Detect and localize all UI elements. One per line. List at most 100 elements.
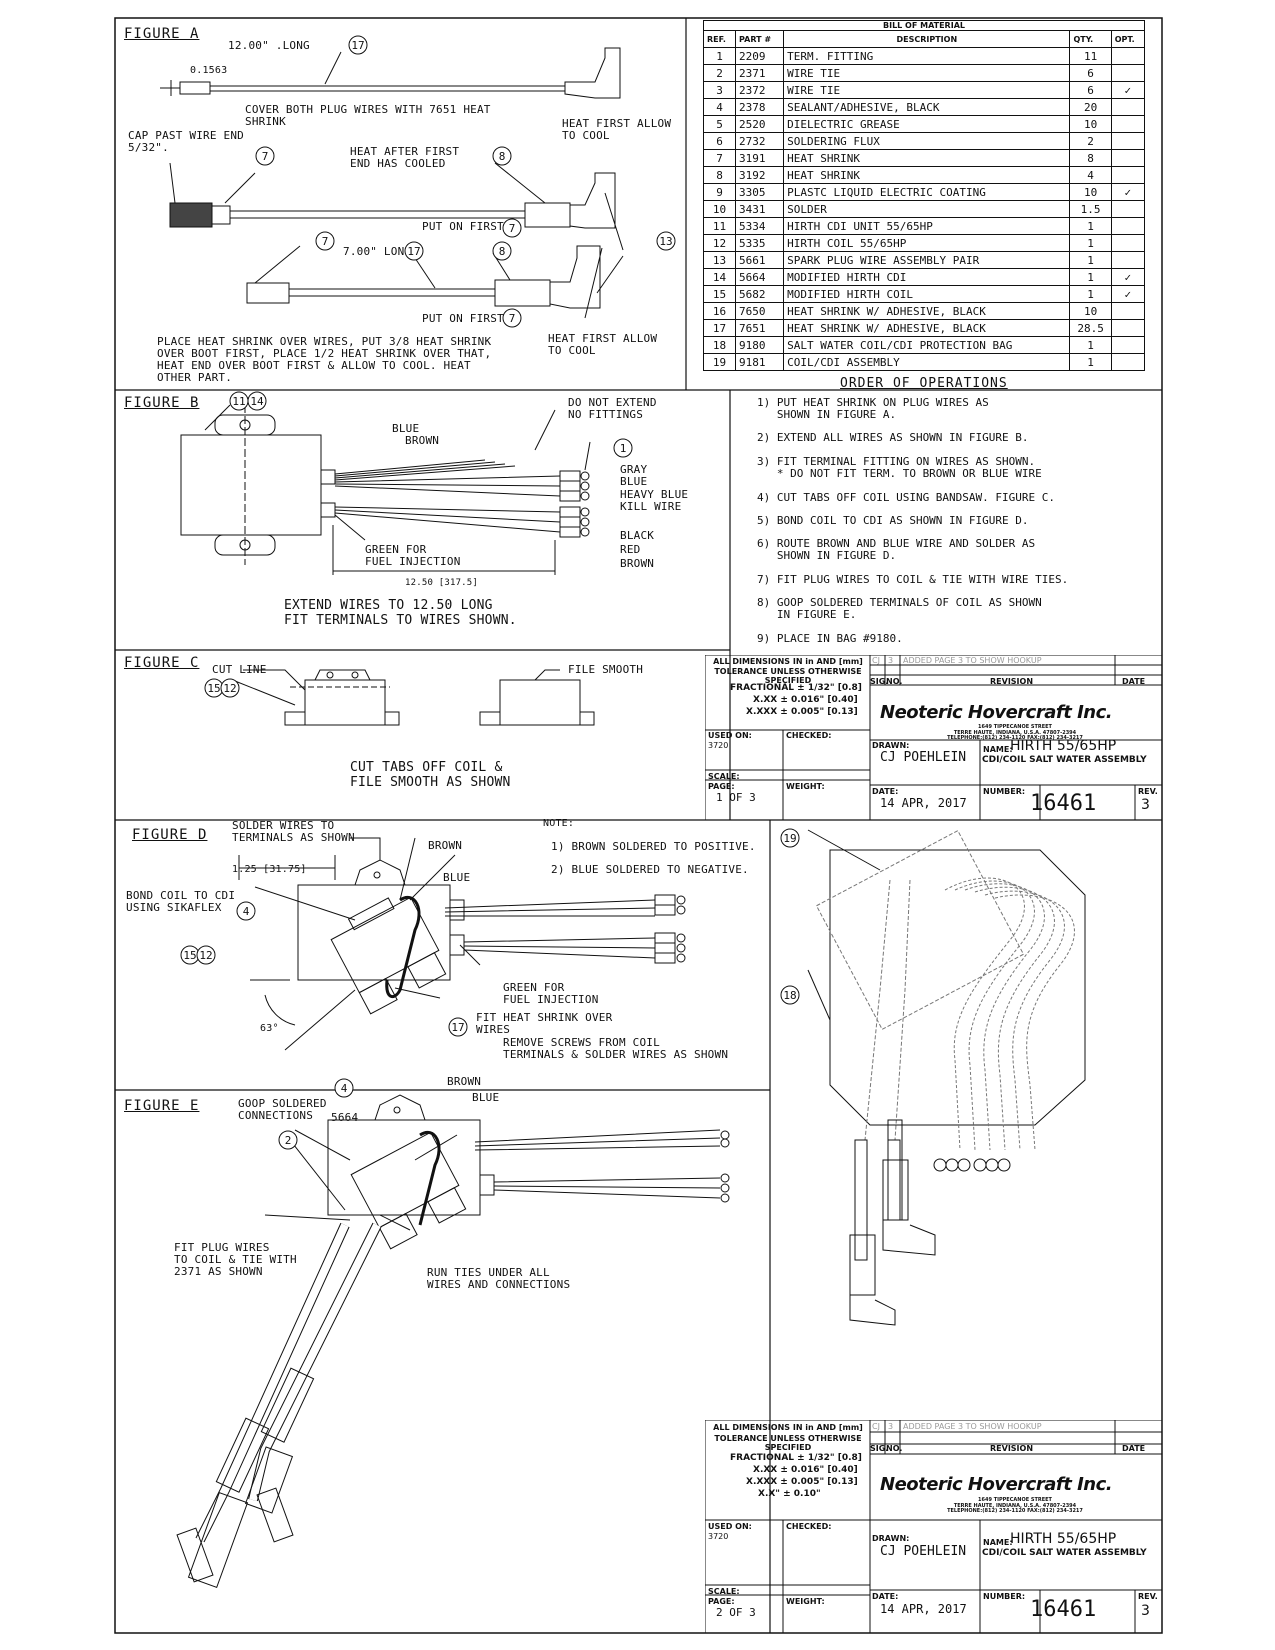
bom-part: 9181 [734,353,785,371]
figure-d-bond-note: BOND COIL TO CDI USING SIKAFLEX [126,889,236,914]
figure-d-green-label: GREEN FOR FUEL INJECTION [503,981,599,1006]
figure-d-title: FIGURE D [132,827,208,843]
figure-c-caption: CUT TABS OFF COIL & FILE SMOOTH AS SHOWN [350,760,511,790]
bom-description: HIRTH CDI UNIT 55/65HP [783,217,1071,235]
tb2-name: HIRTH 55/65HP [1010,1531,1117,1547]
tb2-rev: 3 [1141,1603,1150,1619]
figure-b-title: FIGURE B [124,395,200,411]
figure-b-brown2-label: BROWN [620,557,655,570]
bom-description: SALT WATER COIL/CDI PROTECTION BAG [783,336,1071,354]
figure-a-place-note: PLACE HEAT SHRINK OVER WIRES, PUT 3/8 HE… [157,335,492,384]
operation-step-9: 9) PLACE IN BAG #9180. [757,632,903,645]
bom-description: MODIFIED HIRTH CDI [783,268,1071,286]
bom-part: 7650 [734,302,785,320]
bom-ref: 11 [703,217,736,235]
figure-a-cap-note: CAP PAST WIRE END 5/32". [128,129,244,154]
figure-c-cut-line: CUT LINE [212,663,267,676]
figure-a-put-on-first: PUT ON FIRST [422,220,504,233]
tb2-dims: ALL DIMENSIONS IN in AND [mm] [713,1423,863,1432]
bom-qty: 8 [1069,149,1112,167]
bom-header-qty: QTY. [1069,30,1112,48]
bom-opt [1110,132,1146,150]
figure-b-blue-label: BLUE [392,422,420,435]
bom-description: SOLDER [783,200,1071,218]
bom-opt [1110,234,1146,252]
tb2-xx: X.XX ± 0.016" [0.40] [753,1465,858,1475]
bom-part: 3192 [734,166,785,184]
tb2-rev-sig: CJ [872,1422,880,1431]
title-block-1-frame [705,655,1162,820]
tb2-rev-no: 3 [888,1422,894,1431]
bom-part: 7651 [734,319,785,337]
bom-qty: 1 [1069,353,1112,371]
figure-a-heat-first-note: HEAT FIRST ALLOW TO COOL [562,117,672,142]
figure-e-brown-label: BROWN [447,1075,482,1088]
operation-step-6: 6) ROUTE BROWN AND BLUE WIRE AND SOLDER … [757,537,1036,562]
figure-a-put-on-first-2: PUT ON FIRST [422,312,504,325]
bom-ref: 16 [703,302,736,320]
tb2-scale: SCALE: [708,1587,740,1596]
tb1-fractional: FRACTIONAL ± 1/32" [0.8] [730,683,862,693]
figure-e-fit-plug-note: FIT PLUG WIRES TO COIL & TIE WITH 2371 A… [174,1241,297,1278]
tb2-page: 2 OF 3 [716,1606,756,1619]
figure-b-drawing [180,404,591,575]
figure-c-drawing [229,669,595,726]
bom-ref: 1 [703,47,736,65]
bom-part: 2371 [734,64,785,82]
bom-description: MODIFIED HIRTH COIL [783,285,1071,303]
operation-step-1: 1) PUT HEAT SHRINK ON PLUG WIRES AS SHOW… [757,396,989,421]
bom-qty: 28.5 [1069,319,1112,337]
tb2-date-label: DATE: [872,1592,899,1601]
tb1-name: HIRTH 55/65HP [1010,738,1117,754]
bom-description: COIL/CDI ASSEMBLY [783,353,1071,371]
figure-d-brown-label: BROWN [428,839,463,852]
bom-part: 2520 [734,115,785,133]
tb1-h-sig: SIG. [870,677,889,686]
bom-opt: ✓ [1110,81,1146,99]
bom-part: 5334 [734,217,785,235]
bom-ref: 13 [703,251,736,269]
bom-description: SPARK PLUG WIRE ASSEMBLY PAIR [783,251,1071,269]
figure-d-note-1: 1) BROWN SOLDERED TO POSITIVE. [551,840,756,853]
tb1-addr1: 1649 TIPPECANOE STREET [978,724,1052,730]
operation-step-8: 8) GOOP SOLDERED TERMINALS OF COIL AS SH… [757,596,1042,621]
bom-ref: 3 [703,81,736,99]
tb1-xxx: X.XXX ± 0.005" [0.13] [746,707,858,717]
tb1-h-revision: REVISION [990,677,1034,686]
bom-description: HEAT SHRINK [783,166,1071,184]
figure-a-heat-first-note-2: HEAT FIRST ALLOW TO COOL [548,332,658,357]
tb1-drawn: CJ POEHLEIN [880,750,967,765]
bom-title: BILL OF MATERIAL [703,20,1145,31]
bom-description: TERM. FITTING [783,47,1071,65]
bom-opt [1110,217,1146,235]
tb1-tolerance: TOLERANCE UNLESS OTHERWISE SPECIFIED [714,667,862,685]
tb2-drawn-label: DRAWN: [872,1534,910,1543]
figure-c-file-smooth: FILE SMOOTH [568,663,644,676]
figure-d-angle: 63° [260,1023,279,1034]
tb2-h-revision: REVISION [990,1444,1034,1453]
bom-header-ref: REF. [703,30,736,48]
bom-opt [1110,98,1146,116]
bom-opt [1110,251,1146,269]
bom-header-opt: OPT. [1110,30,1146,48]
tb1-rev-label: REV. [1138,787,1158,796]
tb2-date: 14 APR, 2017 [880,1602,967,1616]
bom-ref: 15 [703,285,736,303]
bom-part: 5682 [734,285,785,303]
bom-description: PLASTC LIQUID ELECTRIC COATING [783,183,1071,201]
tb2-h-no: NO. [886,1444,903,1453]
figure-e-drawing [176,1094,730,1589]
tb1-h-date: DATE [1122,677,1146,686]
figure-d-note-2: 2) BLUE SOLDERED TO NEGATIVE. [551,863,749,876]
bom-opt [1110,353,1146,371]
tb1-checked: CHECKED: [786,731,832,740]
